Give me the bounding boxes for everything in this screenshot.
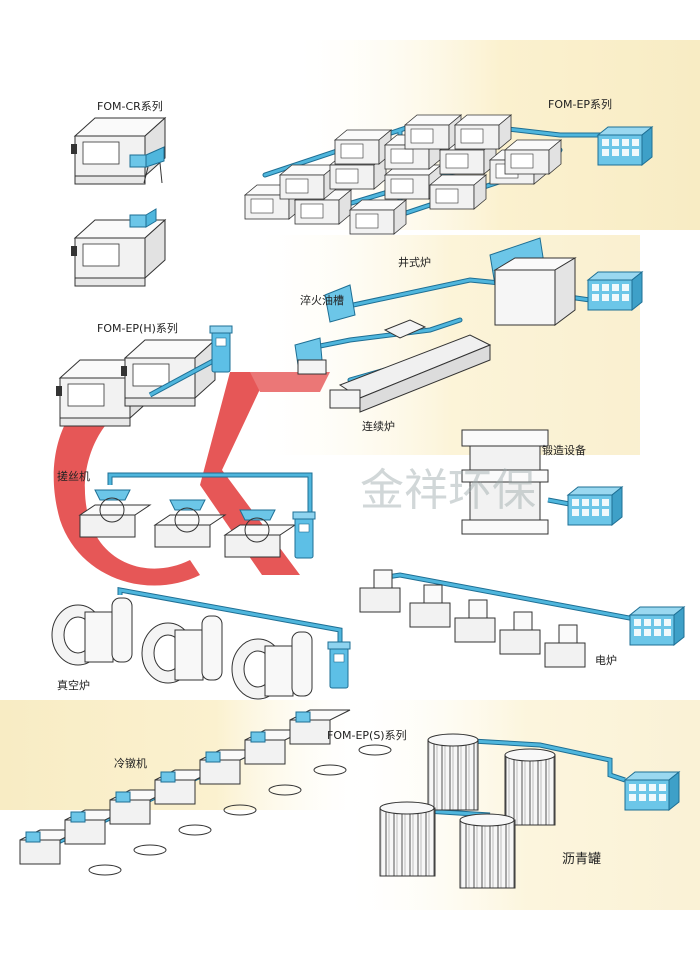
label-fom-eps: FOM-EP(S)系列 <box>327 729 407 742</box>
furnace-group <box>294 237 643 413</box>
watermark-text: 金祥环保 <box>360 465 536 516</box>
label-forging: 锻造设备 <box>542 444 586 457</box>
fom-eph-group <box>55 325 233 427</box>
asphalt-tank-group <box>379 733 680 889</box>
label-quench-tank: 淬火油槽 <box>300 294 344 307</box>
label-cold-heading: 冷镦机 <box>114 757 147 770</box>
label-thread-rolling: 搓丝机 <box>57 470 90 483</box>
vacuum-furnace-group <box>51 587 351 700</box>
forging-group <box>461 429 623 535</box>
electric-furnace-group <box>359 569 685 668</box>
label-fom-eph: FOM-EP(H)系列 <box>97 322 178 335</box>
label-fom-cr: FOM-CR系列 <box>97 100 163 113</box>
fom-cr-machines <box>70 117 166 287</box>
label-fom-ep: FOM-EP系列 <box>548 98 613 111</box>
label-continuous-furnace: 连续炉 <box>362 420 395 433</box>
label-asphalt-tank: 沥青罐 <box>562 852 602 867</box>
fom-ep-array <box>244 114 653 235</box>
cold-heading-group <box>19 709 392 876</box>
thread-rolling-group <box>78 472 316 559</box>
label-electric-furnace: 电炉 <box>595 654 617 667</box>
label-vacuum-furnace: 真空炉 <box>57 679 90 692</box>
label-shaft-furnace: 井式炉 <box>398 256 431 269</box>
